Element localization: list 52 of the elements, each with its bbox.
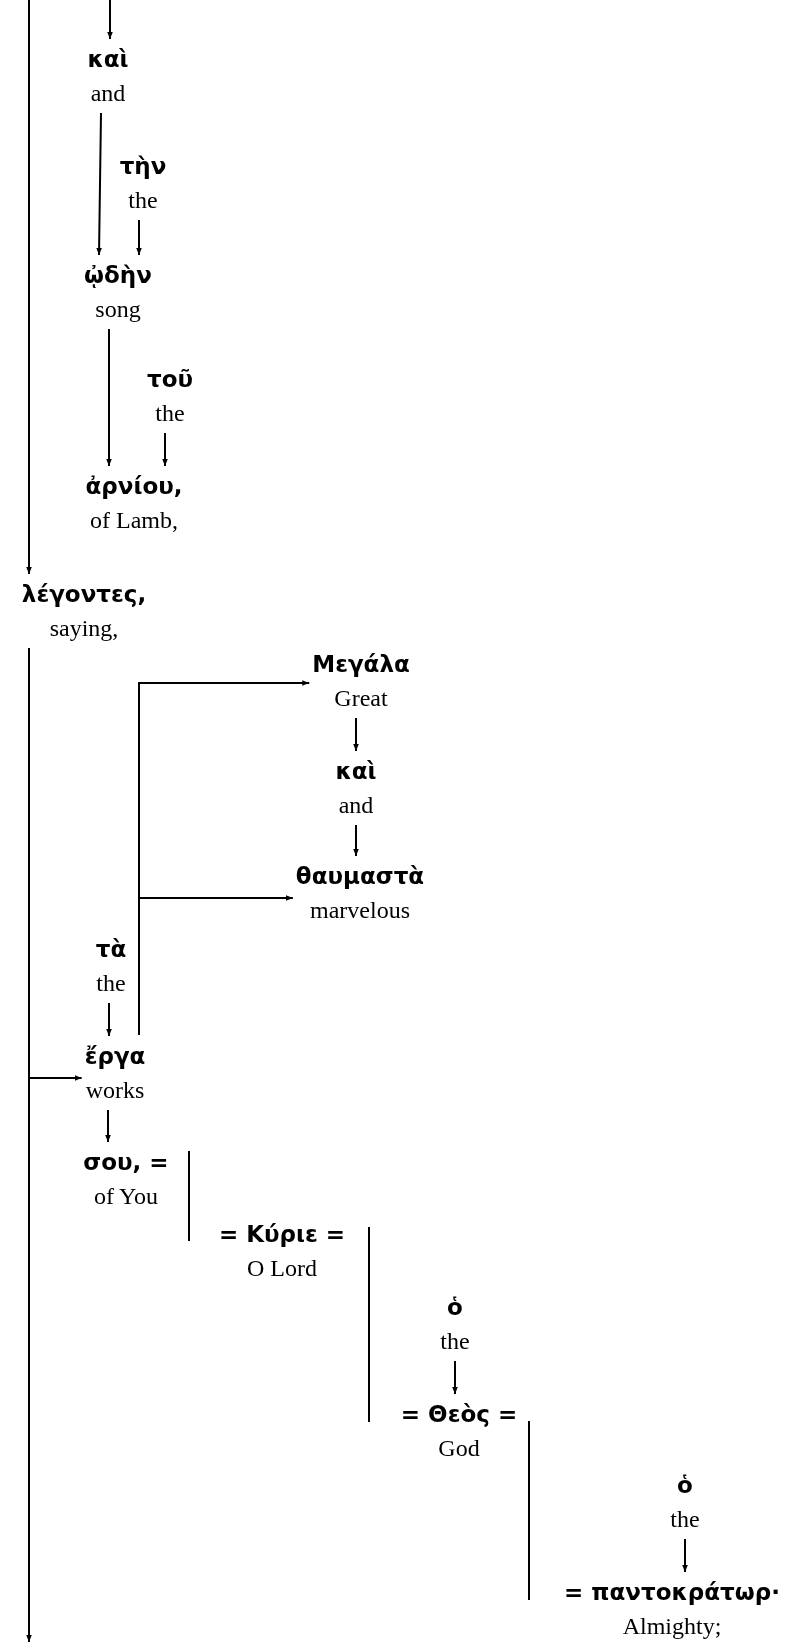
- arrow: [105, 1109, 111, 1143]
- arrow: [96, 112, 102, 256]
- greek-word: ᾠδὴν: [84, 261, 152, 290]
- arrow: [107, 0, 113, 40]
- arrow: [138, 895, 294, 1036]
- english-gloss: the: [127, 186, 159, 215]
- english-gloss: works: [84, 1076, 146, 1105]
- english-gloss: and: [337, 791, 375, 820]
- greek-word: τοῦ: [147, 365, 193, 394]
- english-gloss: saying,: [48, 614, 120, 643]
- arrow: [682, 1538, 688, 1573]
- apposition-line: [528, 1420, 530, 1601]
- greek-word: ἔργα: [84, 1042, 146, 1071]
- english-gloss: the: [154, 399, 186, 428]
- greek-word: = παντοκράτωρ·: [564, 1578, 780, 1607]
- english-gloss: song: [94, 295, 142, 324]
- english-gloss: and: [89, 79, 127, 108]
- english-gloss: of Lamb,: [89, 506, 179, 535]
- arrow: [452, 1360, 458, 1395]
- arrow: [353, 717, 359, 752]
- english-gloss: the: [670, 1505, 700, 1534]
- english-gloss: of You: [93, 1182, 159, 1211]
- arrow: [28, 654, 83, 1081]
- arrow: [106, 1002, 112, 1037]
- english-gloss: God: [437, 1434, 481, 1463]
- arrow: [26, 647, 32, 1643]
- arrow: [353, 824, 359, 857]
- greek-word: = Θεὸς =: [400, 1400, 518, 1429]
- arrow: [162, 432, 168, 467]
- english-gloss: marvelous: [309, 896, 411, 925]
- greek-word: θαυμαστὰ: [295, 862, 425, 891]
- greek-word: Μεγάλα: [312, 650, 410, 679]
- greek-word: ὁ: [446, 1293, 464, 1322]
- english-gloss: the: [95, 969, 127, 998]
- english-gloss: O Lord: [246, 1254, 318, 1283]
- arrow: [106, 328, 112, 467]
- english-gloss: the: [440, 1327, 470, 1356]
- apposition-line: [368, 1226, 370, 1423]
- greek-word: σου, =: [83, 1148, 169, 1177]
- greek-word: καὶ: [335, 757, 377, 786]
- greek-word: τὰ: [95, 935, 127, 964]
- greek-word: ἀρνίου,: [85, 472, 183, 501]
- apposition-line: [188, 1150, 190, 1242]
- arrow: [136, 219, 142, 256]
- greek-word: λέγοντες,: [21, 580, 147, 609]
- english-gloss: Almighty;: [621, 1612, 723, 1641]
- arrow: [26, 0, 32, 575]
- greek-word: = Κύριε =: [218, 1220, 346, 1249]
- english-gloss: Great: [333, 684, 389, 713]
- greek-word: τὴν: [119, 152, 167, 181]
- greek-word: καὶ: [87, 45, 129, 74]
- greek-word: ὁ: [676, 1471, 694, 1500]
